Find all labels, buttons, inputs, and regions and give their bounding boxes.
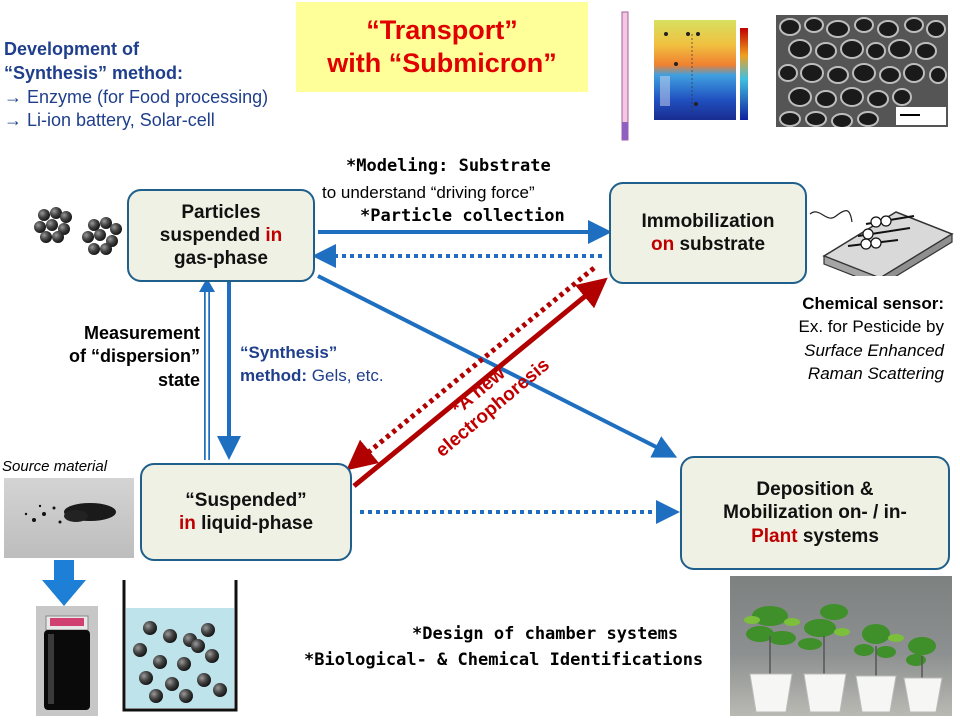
liquid-line-2: liquid-phase <box>195 513 314 534</box>
measurement-line-2: of “dispersion” <box>68 346 200 367</box>
deposition-line-3: systems <box>797 525 879 547</box>
development-text: Development of “Synthesis” method: → Enz… <box>4 38 268 133</box>
simulation-figure <box>592 4 770 142</box>
sensor-line-4: Raman Scattering <box>807 364 944 384</box>
immob-line-2: substrate <box>674 234 766 255</box>
measurement-label: Measurement of “dispersion” state <box>36 322 200 392</box>
source-material-photo <box>4 478 134 558</box>
chamber-label: *Design of chamber systems <box>412 624 679 644</box>
measurement-line-3: state <box>157 369 200 390</box>
synthesis-line-2-bold: method: <box>240 365 308 385</box>
source-label: Source material <box>2 458 108 475</box>
liquid-container-icon <box>122 580 238 712</box>
synthesis-line-2: Gels, etc. <box>307 365 384 385</box>
liquid-phase-box: “Suspended” in liquid-phase <box>140 463 352 561</box>
synthesis-label: “Synthesis” method: Gels, etc. <box>240 342 384 388</box>
arrow-electrophoresis-solid <box>352 277 608 488</box>
title-banner: “Transport” with “Submicron” <box>296 2 588 92</box>
sensor-title: Chemical sensor: <box>802 294 944 313</box>
title-line-1: “Transport” <box>366 15 518 46</box>
gas-line-3: gas-phase <box>174 248 268 270</box>
deposition-line-3-red: Plant <box>751 525 798 547</box>
sensor-line-2: Ex. for Pesticide by <box>798 317 944 337</box>
plants-photo <box>730 576 952 716</box>
sensor-label: Chemical sensor: Ex. for Pesticide by Su… <box>740 292 944 386</box>
vial-svg <box>44 615 90 710</box>
deposition-line-1: Deposition & <box>756 479 874 501</box>
arrow-measurement-head <box>199 278 215 292</box>
porous-sem-image <box>776 15 948 127</box>
source-powder-svg <box>24 503 116 524</box>
gas-line-2-red: in <box>265 224 283 246</box>
immob-line-2-red: on <box>650 234 675 255</box>
particle-clusters-icon <box>34 207 122 255</box>
vial-photo <box>36 606 98 716</box>
bio-label: *Biological- & Chemical Identifications <box>304 650 704 670</box>
gas-phase-box: Particles suspended in gas-phase <box>127 189 315 282</box>
deposition-box: Deposition & Mobilization on- / in- Plan… <box>680 456 950 570</box>
down-arrow-icon <box>42 560 86 606</box>
collection-label: *Particle collection <box>360 206 565 226</box>
development-item-2: → Li-ion battery, Solar-cell <box>4 110 215 131</box>
synthesis-line-1: “Synthesis” <box>240 343 338 362</box>
sensor-line-3: Surface Enhanced <box>804 340 944 360</box>
deposition-line-2: Mobilization on- / in- <box>723 502 907 524</box>
arrow-gas-to-deposition <box>317 274 678 458</box>
understand-label: to understand “driving force” <box>322 183 535 202</box>
immobilization-box: Immobilization on substrate <box>609 182 807 284</box>
title-line-2: with “Submicron” <box>327 48 557 78</box>
liquid-line-2-red: in <box>178 513 196 534</box>
porous-sem-svg <box>776 15 948 127</box>
sensor-chip-icon <box>809 210 954 276</box>
gas-line-2: suspended <box>159 224 266 246</box>
development-heading-2: “Synthesis” method: <box>4 62 184 83</box>
gas-line-1: Particles <box>181 201 261 223</box>
immob-line-1: Immobilization <box>641 210 775 232</box>
liquid-line-1: “Suspended” <box>185 489 307 511</box>
measurement-line-1: Measurement <box>83 323 200 343</box>
arrow-electrophoresis-dotted <box>346 266 596 471</box>
simulation-figure-svg <box>621 11 748 141</box>
development-heading-1: Development of <box>4 39 140 59</box>
modeling-label: *Modeling: Substrate <box>346 156 551 176</box>
development-item-1: → Enzyme (for Food processing) <box>4 86 269 107</box>
plants-svg <box>744 604 943 713</box>
